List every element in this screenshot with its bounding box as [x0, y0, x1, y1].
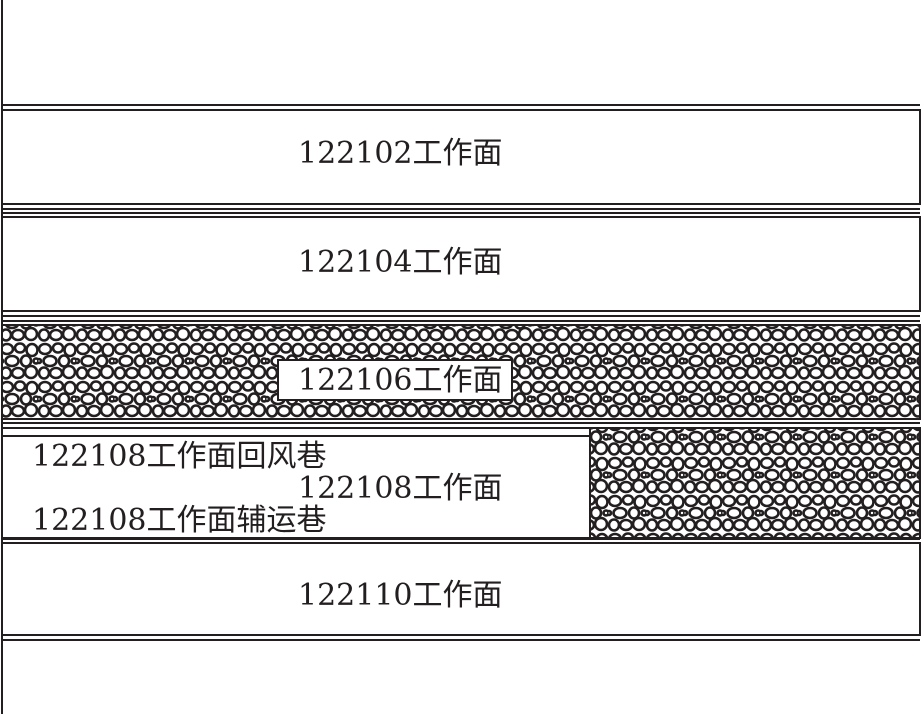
label-face-122106: 122106工作面: [298, 363, 503, 398]
label-return-airway-122108: 122108工作面回风巷: [32, 439, 327, 474]
label-face-122110: 122110工作面: [298, 578, 503, 613]
panel-122102: [1, 109, 921, 205]
label-face-122102: 122102工作面: [298, 136, 503, 171]
panel-122104: [1, 216, 921, 312]
panel-122110: [1, 542, 921, 636]
label-face-122104: 122104工作面: [298, 245, 503, 280]
label-box-122106: [277, 359, 513, 401]
label-face-122108: 122108工作面: [298, 471, 503, 506]
gob-area-122108: [589, 427, 921, 539]
label-haulage-roadway-122108: 122108工作面辅运巷: [32, 503, 327, 538]
